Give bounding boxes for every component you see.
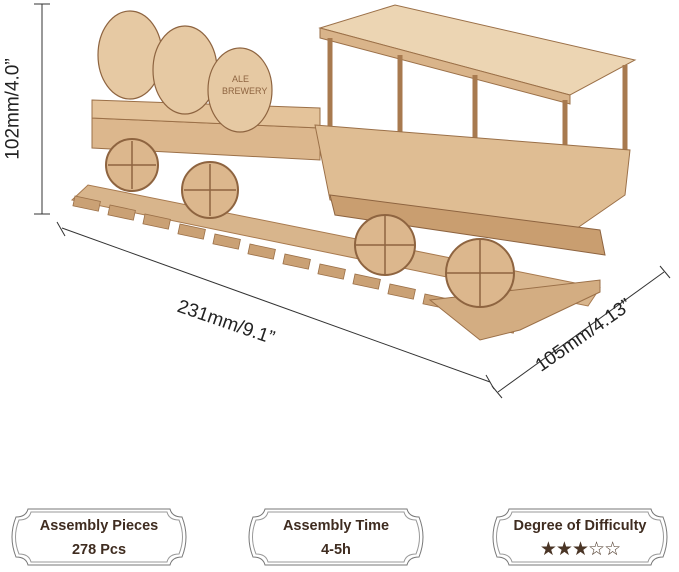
star-empty-icon: ☆ — [604, 539, 621, 560]
star-filled-icon: ★ — [555, 539, 573, 560]
barrel-label: ALE — [232, 74, 249, 84]
assembly-pieces-badge: Assembly Pieces 278 Pcs — [6, 507, 192, 567]
product-image: ALE BREWERY — [34, 3, 671, 399]
badge-title: Assembly Pieces — [39, 518, 159, 534]
badge-frame — [492, 508, 668, 566]
badge-value: 278 Pcs — [71, 542, 127, 558]
badge-value: 4-5h — [321, 542, 351, 558]
barrel-wagon: ALE BREWERY — [91, 10, 321, 219]
difficulty-badge: Degree of Difficulty ★★★☆☆ — [487, 507, 673, 567]
height-dimension-label: 102mm/4.0” — [2, 58, 24, 160]
badge-frame — [11, 508, 187, 566]
star-filled-icon: ★ — [539, 539, 557, 560]
assembly-time-badge: Assembly Time 4-5h — [243, 507, 429, 567]
badge-title: Assembly Time — [282, 518, 390, 534]
star-filled-icon: ★ — [571, 539, 589, 560]
passenger-carriage — [314, 4, 637, 308]
dimension-lines — [34, 3, 671, 399]
difficulty-rating: ★★★☆☆ — [487, 540, 673, 559]
badge-frame — [248, 508, 424, 566]
star-empty-icon: ☆ — [588, 539, 605, 560]
barrel-label: BREWERY — [222, 86, 267, 96]
badge-title: Degree of Difficulty — [513, 518, 647, 534]
